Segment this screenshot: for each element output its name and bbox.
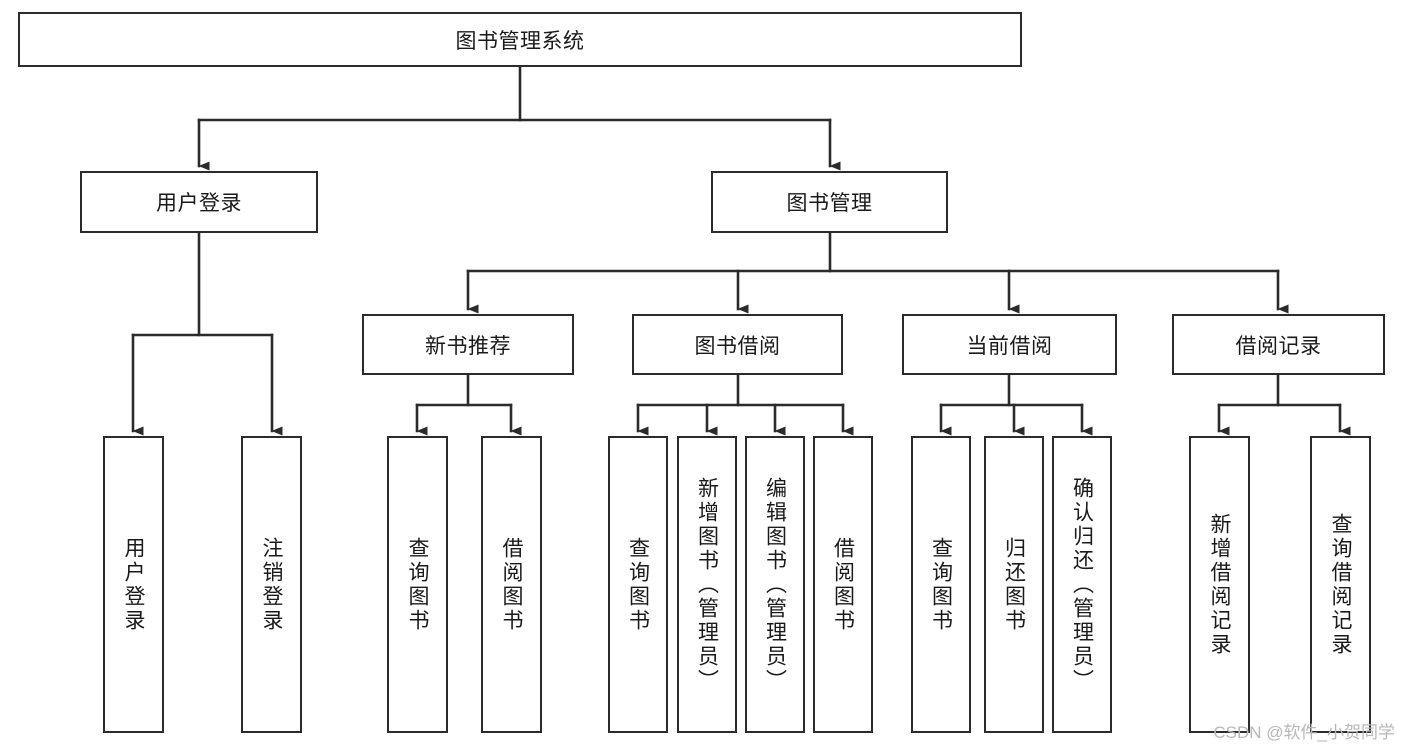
node-book-borrow-label: 图书借阅 [694,334,781,358]
node-leaf-add-record[interactable]: 新增借阅记录 [1189,436,1250,733]
node-leaf-user-login[interactable]: 用户登录 [103,436,164,733]
node-new-book-recommend[interactable]: 新书推荐 [362,314,574,375]
node-current-borrow-label: 当前借阅 [966,334,1053,358]
node-new-book-recommend-label: 新书推荐 [425,334,511,358]
node-borrow-record-label: 借阅记录 [1235,334,1322,358]
node-leaf-user-login-label: 用户登录 [122,536,145,633]
node-leaf-query-book-1[interactable]: 查询图书 [387,436,448,733]
node-leaf-query-record-label: 查询借阅记录 [1329,512,1352,657]
node-leaf-borrow-book-2-label: 借阅图书 [831,536,855,633]
node-leaf-confirm-return-label: 确认归还（管理员） [1070,476,1094,693]
node-leaf-edit-book[interactable]: 编辑图书（管理员） [745,436,805,733]
node-book-manage[interactable]: 图书管理 [711,171,948,233]
node-leaf-confirm-return[interactable]: 确认归还（管理员） [1052,436,1112,733]
node-leaf-logout[interactable]: 注销登录 [241,436,302,733]
node-user-login[interactable]: 用户登录 [80,171,318,233]
node-current-borrow[interactable]: 当前借阅 [902,314,1117,375]
node-leaf-return-book[interactable]: 归还图书 [984,436,1044,733]
node-leaf-add-book-label: 新增图书（管理员） [695,476,719,693]
node-leaf-borrow-book-1-label: 借阅图书 [500,536,523,633]
node-book-manage-label: 图书管理 [786,192,873,215]
node-leaf-query-book-3[interactable]: 查询图书 [911,436,971,733]
node-leaf-logout-label: 注销登录 [260,536,283,633]
node-leaf-borrow-book-2[interactable]: 借阅图书 [813,436,873,733]
node-leaf-query-book-1-label: 查询图书 [406,536,429,633]
node-leaf-return-book-label: 归还图书 [1002,536,1026,633]
node-leaf-add-record-label: 新增借阅记录 [1208,512,1231,657]
node-book-borrow[interactable]: 图书借阅 [632,314,843,375]
node-root-label: 图书管理系统 [455,29,585,53]
node-borrow-record[interactable]: 借阅记录 [1172,314,1385,375]
node-leaf-edit-book-label: 编辑图书（管理员） [763,476,787,693]
node-user-login-label: 用户登录 [156,192,242,215]
node-leaf-query-book-2[interactable]: 查询图书 [608,436,668,733]
node-root[interactable]: 图书管理系统 [18,12,1022,67]
node-leaf-query-book-3-label: 查询图书 [929,536,953,633]
node-leaf-add-book[interactable]: 新增图书（管理员） [677,436,737,733]
node-leaf-borrow-book-1[interactable]: 借阅图书 [481,436,542,733]
node-leaf-query-book-2-label: 查询图书 [626,536,650,633]
node-leaf-query-record[interactable]: 查询借阅记录 [1310,436,1371,733]
